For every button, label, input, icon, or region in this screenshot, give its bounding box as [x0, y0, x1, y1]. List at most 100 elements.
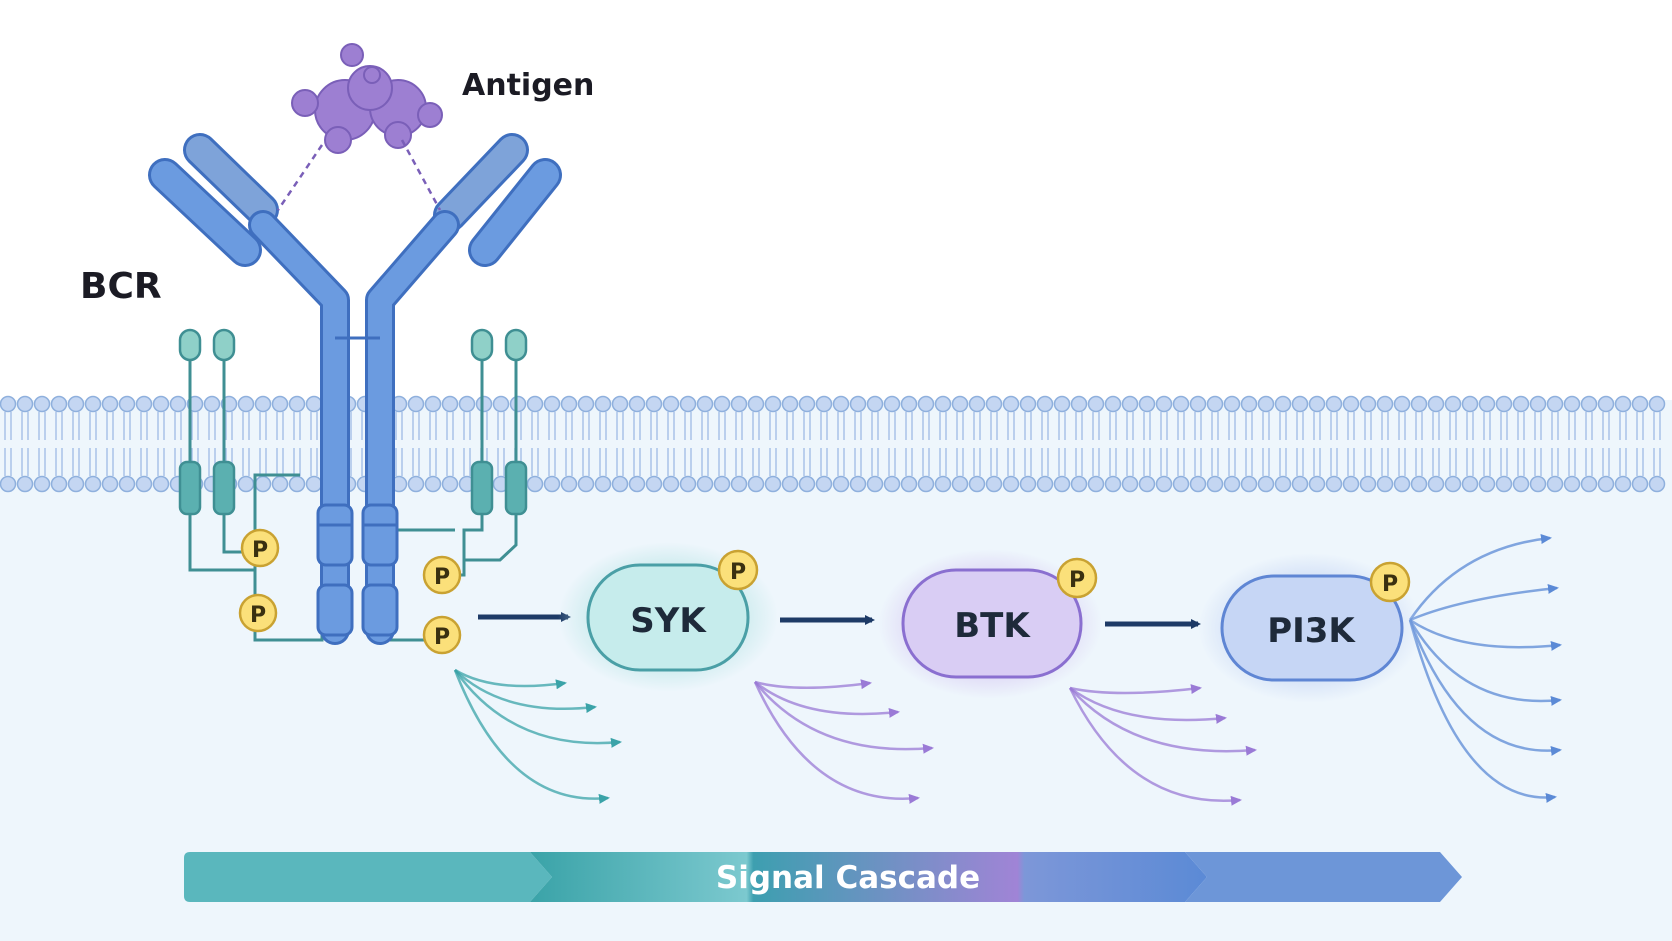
lipid	[152, 395, 170, 493]
lipid	[67, 395, 85, 493]
lipid	[50, 395, 68, 493]
fan-teal	[453, 668, 622, 804]
svg-text:P: P	[730, 560, 746, 585]
lipid	[968, 395, 986, 493]
lipid	[1087, 395, 1105, 493]
lipid	[832, 395, 850, 493]
lipid	[713, 395, 731, 493]
antigen-binding-lines	[276, 139, 442, 211]
lipid	[305, 395, 323, 493]
pi3k-label: PI3K	[1267, 611, 1356, 651]
lipid	[1172, 395, 1190, 493]
lipid	[1155, 395, 1173, 493]
fan-purple-2	[1068, 684, 1257, 806]
lipid	[1495, 395, 1513, 493]
phospho-badge: P	[422, 555, 462, 595]
lipid	[1002, 395, 1020, 493]
svg-text:P: P	[1382, 572, 1398, 597]
lipid	[696, 395, 714, 493]
lipid	[101, 395, 119, 493]
lipid	[798, 395, 816, 493]
cd79-segments	[178, 328, 528, 516]
lipid	[1359, 395, 1377, 493]
node-syk: SYK P	[558, 542, 778, 692]
lipid	[577, 395, 595, 493]
lipid	[1036, 395, 1054, 493]
lipid	[1376, 395, 1394, 493]
lipid	[1053, 395, 1071, 493]
lipid	[747, 395, 765, 493]
antigen-molecule	[291, 43, 443, 154]
lipid	[611, 395, 629, 493]
lipid	[1342, 395, 1360, 493]
bcr-label: BCR	[80, 266, 162, 307]
lipid	[985, 395, 1003, 493]
lipid	[288, 395, 306, 493]
lipid	[849, 395, 867, 493]
fan-purple-1	[753, 679, 934, 804]
lipid	[526, 395, 544, 493]
lipid	[1546, 395, 1564, 493]
lipid	[84, 395, 102, 493]
lipid	[1614, 395, 1632, 493]
lipid	[1461, 395, 1479, 493]
lipid	[679, 395, 697, 493]
lipid	[917, 395, 935, 493]
lipid	[16, 395, 34, 493]
lipid	[407, 395, 425, 493]
lipid	[0, 395, 17, 493]
lipid	[1325, 395, 1343, 493]
lipid	[424, 395, 442, 493]
lipid	[1393, 395, 1411, 493]
lipid	[934, 395, 952, 493]
lipid	[1257, 395, 1275, 493]
lipid	[1206, 395, 1224, 493]
receptor-phospho-sites: P P P P	[238, 528, 462, 655]
fan-blue	[1408, 534, 1562, 803]
lipid	[1631, 395, 1649, 493]
lipid	[1189, 395, 1207, 493]
lipid	[883, 395, 901, 493]
phospho-badge: P	[238, 593, 278, 633]
lipid	[441, 395, 459, 493]
lipid	[1580, 395, 1598, 493]
signal-cascade-label: Signal Cascade	[716, 860, 980, 896]
lipid	[866, 395, 884, 493]
lipid	[33, 395, 51, 493]
lipid	[1512, 395, 1530, 493]
lipid	[1138, 395, 1156, 493]
svg-text:P: P	[250, 603, 266, 628]
lipid	[645, 395, 663, 493]
lipid	[560, 395, 578, 493]
syk-label: SYK	[630, 601, 707, 641]
node-pi3k: PI3K P	[1198, 553, 1422, 703]
phospho-badge: P	[422, 615, 462, 655]
lipid	[1648, 395, 1666, 493]
lipid	[1529, 395, 1547, 493]
lipid	[237, 395, 255, 493]
lipid	[1104, 395, 1122, 493]
phospho-badge: P	[717, 549, 759, 591]
lipid	[254, 395, 272, 493]
lipid	[1597, 395, 1615, 493]
phospho-badge: P	[1056, 557, 1098, 599]
lipid	[271, 395, 289, 493]
lipid	[951, 395, 969, 493]
lipid	[543, 395, 561, 493]
node-btk: BTK P	[878, 549, 1102, 699]
svg-text:P: P	[434, 625, 450, 650]
lipid	[1444, 395, 1462, 493]
phospho-badge: P	[1369, 561, 1411, 603]
lipid	[1291, 395, 1309, 493]
pathway-arrows	[478, 612, 1201, 629]
lipid	[628, 395, 646, 493]
signal-fan-arrows	[453, 534, 1562, 806]
lipid	[662, 395, 680, 493]
phospho-badge: P	[240, 528, 280, 568]
lipid	[1478, 395, 1496, 493]
btk-label: BTK	[954, 606, 1031, 646]
svg-text:P: P	[252, 538, 268, 563]
lipid	[118, 395, 136, 493]
